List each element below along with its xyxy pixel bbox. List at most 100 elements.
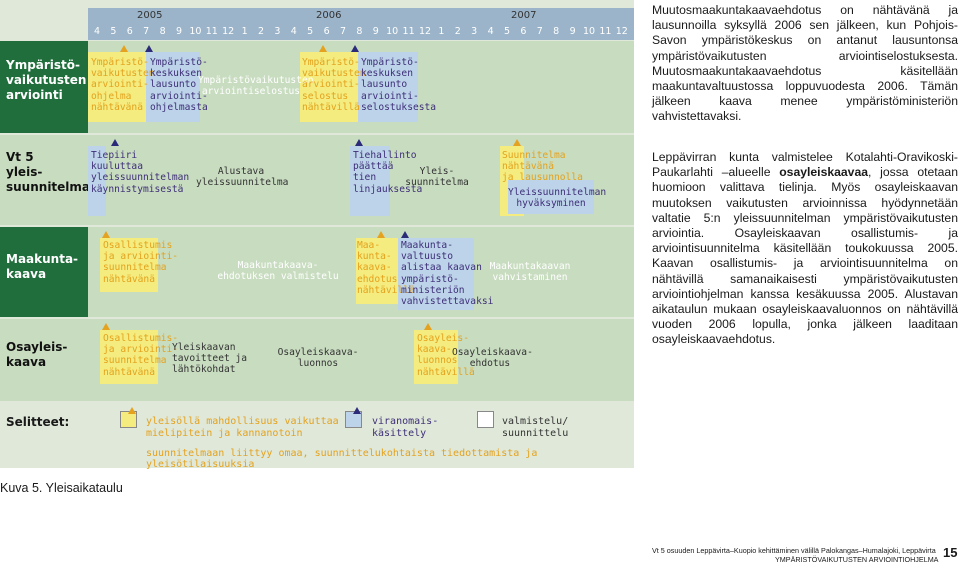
milestone-mk-3-icon [401,231,409,238]
page-number: 15 [943,545,958,560]
legend-orange-icon [128,407,136,414]
milestone-mk-2-icon [377,231,385,238]
month-label: 11 [402,26,415,37]
month-label: 10 [386,26,399,37]
yva-blue-bar-1 [146,52,200,122]
timeline-header [88,8,634,40]
month-label: 1 [438,26,445,37]
month-label: 9 [372,26,379,37]
oyk-item-5: Osayleiskaava- ehdotus [452,347,533,370]
paragraph-2-text-a: Leppävirran kunta valmistelee Kotalahti-… [652,150,958,180]
yva-item-5: Ympäristö- keskuksen lausunto arviointi-… [361,57,437,113]
month-label: 8 [553,26,560,37]
month-label: 11 [205,26,218,37]
milestone-ys-1-icon [111,139,119,146]
month-label: 2 [257,26,265,37]
oyk-item-2: Yleiskaavan tavoitteet ja lähtökohdat [172,342,248,376]
row-label-oyk: Osayleis- kaava [6,340,68,369]
oyk-yellow-bar-2 [414,330,458,384]
oyk-item-4: Osayleis- kaava- luonnos nähtävillä [417,333,475,378]
month-label: 6 [323,26,330,37]
month-label: 9 [175,26,183,37]
ys-item-5: Suunnitelma nähtävänä ja lausunnolla [502,150,583,184]
row-label-ys: Vt 5 yleis- suunnitelma [6,150,91,194]
month-label: 4 [93,26,101,37]
year-2007: 2007 [511,10,537,21]
paragraph-2-text-b: , jossa otetaan huomioon valittava tieli… [652,165,958,347]
paragraph-1: Muutosmaakuntakaavaehdotus on nähtävänä … [652,3,958,124]
mk-yellow-bar-2 [356,238,398,304]
row-label-yva: Ympäristö- vaikutusten arviointi [6,58,87,102]
ys-item-2: Alustava yleissuunnitelma [196,166,289,189]
ys-blue-bar-2 [350,146,390,216]
ys-blue-bar-1 [88,146,106,216]
ys-item-6: Yleissuunnitelman hyväksyminen [508,187,607,210]
month-label: 8 [356,26,363,37]
paragraph-2-bold: osayleiskaavaa [779,165,869,180]
milestone-yva-3-icon [319,45,327,52]
ys-blue-bar-3 [508,180,594,214]
yva-item-2: Ympäristö- keskuksen lausunto arviointi-… [150,57,208,113]
milestone-ys-3-icon [513,139,521,146]
row-label-mk: Maakunta- kaava [6,252,79,281]
month-label: 12 [222,26,235,37]
yva-blue-bar-2 [358,52,418,122]
figure-caption: Kuva 5. Yleisaikataulu [0,481,123,495]
year-2006: 2006 [316,10,342,21]
milestone-yva-4-icon [351,45,359,52]
month-label: 9 [569,26,576,37]
oyk-item-3: Osayleiskaava- luonnos [277,347,359,370]
mk-item-3: Maa- kunta- kaava- ehdotus nähtävillä [357,240,415,296]
month-label: 8 [159,26,166,37]
mk-blue-bar-1 [398,238,474,310]
milestone-ys-2-icon [355,139,363,146]
month-label: 12 [418,26,432,37]
mk-item-4: Maakunta- valtuusto alistaa kaavan ympär… [401,240,494,308]
milestone-yva-2-icon [145,45,153,52]
month-label: 10 [582,26,596,37]
yva-item-1: Ympäristö- vaikutusten arviointi- ohjelm… [91,57,155,113]
month-label: 7 [339,26,347,37]
footer-line-1: Vt 5 osuuden Leppävirta–Kuopio kehittämi… [652,546,936,555]
month-label: 7 [536,26,543,37]
legend-item-2: viranomais- käsittely [372,416,439,439]
month-label: 6 [520,26,527,37]
mk-item-1: Osallistumis ja arviointi- suunnitelma n… [103,240,179,285]
year-2005: 2005 [137,10,163,21]
legend-item-3: valmistelu/ suunnittelu [502,416,569,439]
yva-yellow-bar-2 [300,52,358,122]
month-label: 11 [599,26,612,37]
month-label: 4 [290,26,297,37]
month-label: 10 [189,26,202,37]
milestone-oyk-1-icon [102,323,110,330]
legend-purple-icon [353,407,361,414]
yva-item-3: Ympäristövaikutusten arviointiselostus [198,75,314,98]
ys-item-3: Tiehallinto päättää tien linjauksesta [353,150,423,195]
oyk-yellow-bar-1 [100,330,158,384]
month-label: 7 [143,26,150,37]
ys-item-1: Tiepiiri kuuluttaa yleissuunnitelman käy… [91,150,190,195]
ys-item-4: Yleis- suunnitelma [405,166,469,189]
mk-item-2: Maakuntakaava- ehdotuksen valmistelu [217,260,339,283]
month-label: 5 [307,26,314,37]
month-label: 4 [487,26,494,37]
month-label: 3 [274,26,281,37]
legend-title: Selitteet: [6,415,70,429]
milestone-mk-1-icon [102,231,110,238]
month-label: 6 [126,26,133,37]
footer-line-2: YMPÄRISTÖVAIKUTUSTEN ARVIOINTIOHJELMA [775,555,939,564]
milestone-oyk-2-icon [424,323,432,330]
month-label: 12 [615,26,628,37]
month-label: 3 [471,26,478,37]
mk-item-5: Maakuntakaavan vahvistaminen [489,261,571,284]
legend-band [0,403,634,468]
legend-box-white [477,411,494,428]
oyk-item-1: Osallistumis- ja arviointi- suunnitelma … [103,333,179,378]
month-label: 5 [503,26,511,37]
mk-yellow-bar-1 [100,238,158,292]
legend-bottom: suunnitelmaan liittyy omaa, suunnitteluk… [146,448,538,471]
month-label: 1 [241,26,248,37]
legend-item-1: yleisöllä mahdollisuus vaikuttaa mielipi… [146,416,339,439]
milestone-yva-1-icon [120,45,128,52]
